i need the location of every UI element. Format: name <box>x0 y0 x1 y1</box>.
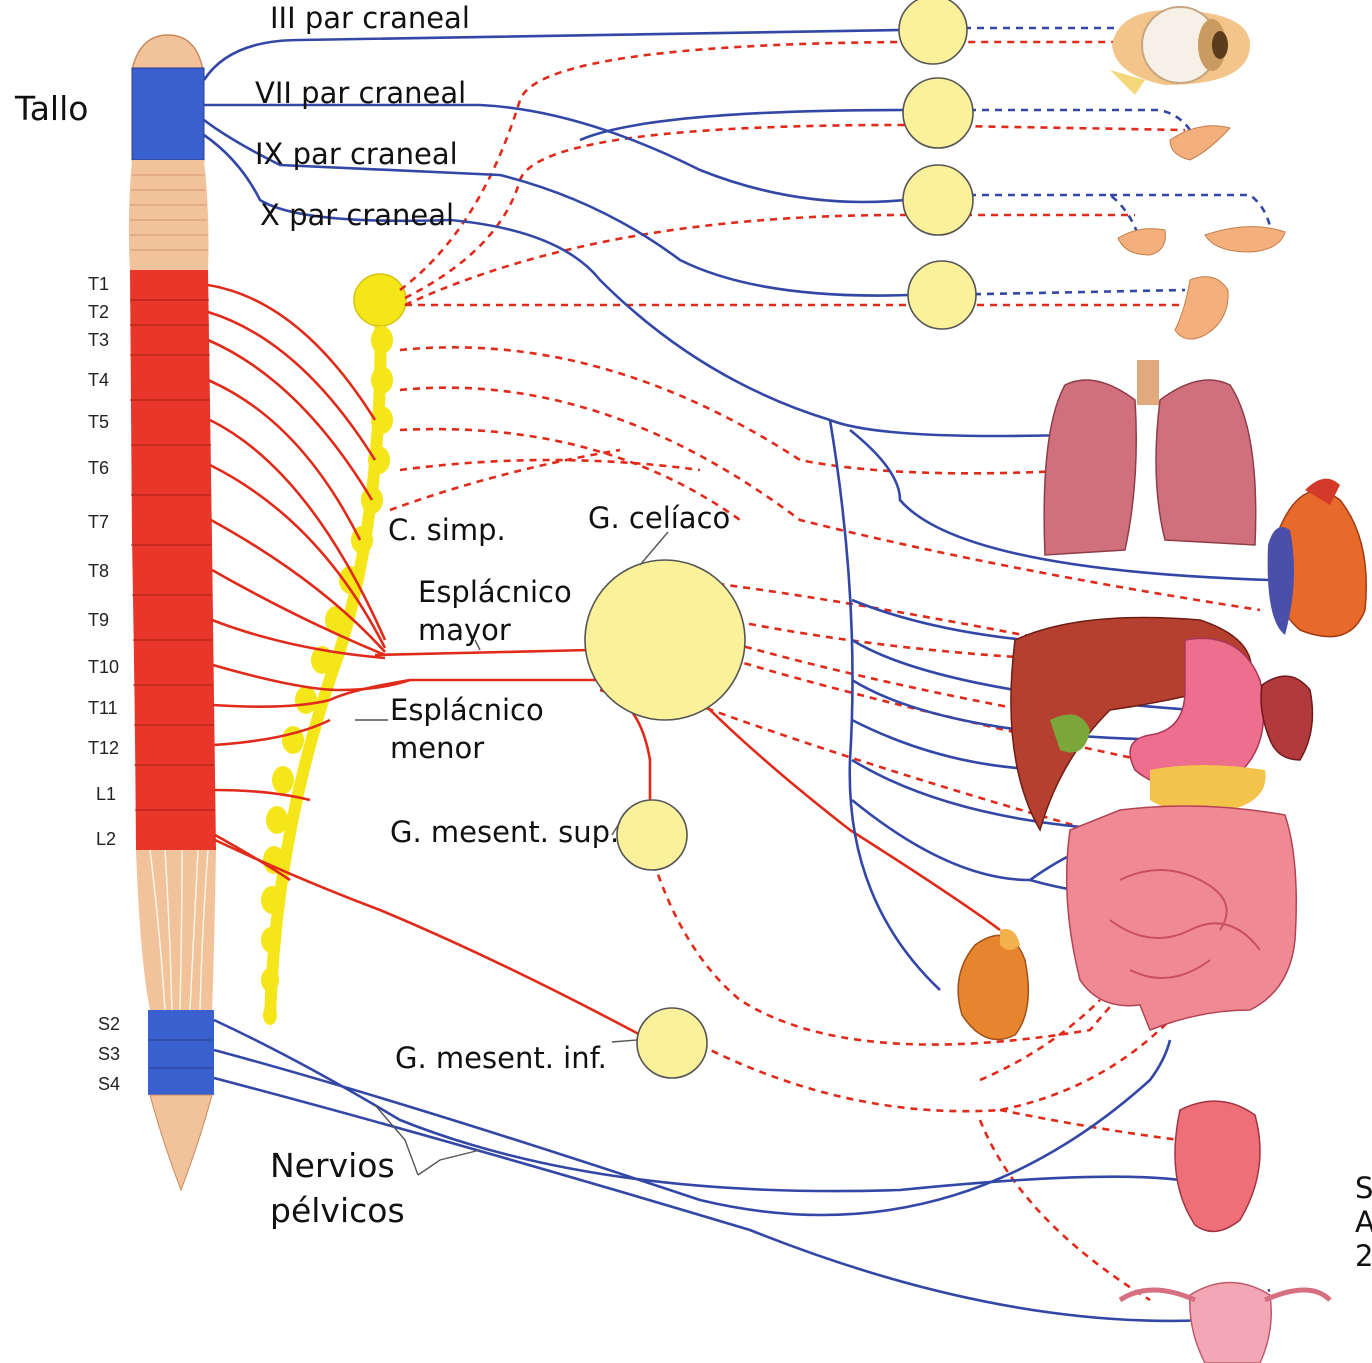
lungs-icon <box>1044 360 1256 555</box>
celiac-ganglion <box>585 560 745 720</box>
eye-icon <box>1110 7 1250 95</box>
brainstem-label: Tallo <box>14 89 88 128</box>
bladder-icon <box>1175 1101 1260 1231</box>
lesser-splanchnic-label-2: menor <box>390 731 484 765</box>
segment-labels: T1 T2 T3 T4 T5 T6 T7 T8 T9 T10 T11 T12 L… <box>88 274 120 1094</box>
parotid-gland-icon <box>1175 277 1228 339</box>
segment-label: L2 <box>96 829 116 849</box>
superior-mesenteric-label: G. mesent. sup. <box>390 815 619 849</box>
intestines-icon <box>1067 806 1297 1030</box>
cranial-nerve-ix-label: IX par craneal <box>255 137 458 171</box>
segment-label: T4 <box>88 370 109 390</box>
cranial-nerve-vii-label: VII par craneal <box>255 76 466 110</box>
segment-label: T3 <box>88 330 109 350</box>
kidney-icon <box>958 929 1028 1040</box>
segment-label: T2 <box>88 302 109 322</box>
salivary-glands-icon <box>1118 227 1285 255</box>
segment-label: T11 <box>88 698 118 718</box>
segment-label: T9 <box>88 610 109 630</box>
segment-label: T10 <box>88 657 119 677</box>
greater-splanchnic-label: Esplácnico <box>418 575 572 609</box>
greater-splanchnic-label-2: mayor <box>418 613 511 647</box>
uterus-icon <box>1120 1283 1330 1363</box>
lacrimal-gland-icon <box>1170 126 1230 160</box>
spleen-icon <box>1261 676 1312 760</box>
segment-label: T5 <box>88 412 109 432</box>
segment-label: T7 <box>88 512 109 532</box>
credit-text: S <box>1355 1171 1372 1205</box>
heart-icon <box>1268 479 1367 637</box>
segment-label: L1 <box>96 784 116 804</box>
celiac-ganglion-label: G. celíaco <box>588 501 730 535</box>
credit-text: 2 <box>1355 1239 1372 1273</box>
sympathetic-chain-label: C. simp. <box>388 513 506 547</box>
pelvic-nerves-label: Nervios <box>270 1146 395 1185</box>
cranial-nerve-iii-label: III par craneal <box>270 1 470 35</box>
cranial-ganglia <box>899 0 976 329</box>
lesser-splanchnic-label: Esplácnico <box>390 693 544 727</box>
inferior-mesenteric-ganglion <box>637 1008 707 1078</box>
superior-mesenteric-ganglion <box>617 800 687 870</box>
inferior-mesenteric-label: G. mesent. inf. <box>395 1041 607 1075</box>
spinal-cord <box>129 35 216 1190</box>
cranial-nerve-x-label: X par craneal <box>260 198 454 232</box>
segment-label: S3 <box>98 1044 120 1064</box>
credit-text: A <box>1355 1205 1372 1239</box>
segment-label: T8 <box>88 561 109 581</box>
segment-label: T12 <box>88 738 119 758</box>
pelvic-nerves-label-2: pélvicos <box>270 1191 405 1230</box>
segment-label: S4 <box>98 1074 120 1094</box>
segment-label: S2 <box>98 1014 120 1034</box>
segment-label: T1 <box>88 274 109 294</box>
segment-label: T6 <box>88 458 109 478</box>
